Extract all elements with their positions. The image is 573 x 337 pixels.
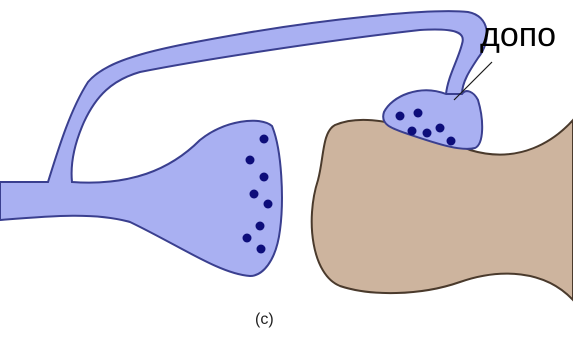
vesicle xyxy=(243,234,252,243)
postsynaptic-cell xyxy=(312,120,573,300)
vesicle xyxy=(260,173,269,182)
vesicle xyxy=(257,245,266,254)
vesicle xyxy=(250,190,259,199)
vesicle xyxy=(423,129,432,138)
figure-caption: (c) xyxy=(255,312,274,328)
vesicle xyxy=(436,124,445,133)
vesicle xyxy=(256,222,265,231)
vesicle xyxy=(260,135,269,144)
vesicle xyxy=(447,137,456,146)
vesicle xyxy=(414,109,423,118)
vesicle xyxy=(396,112,405,121)
vesicle xyxy=(264,200,273,209)
terminal-label: допо xyxy=(480,18,556,52)
vesicle xyxy=(408,127,417,136)
vesicle xyxy=(246,156,255,165)
